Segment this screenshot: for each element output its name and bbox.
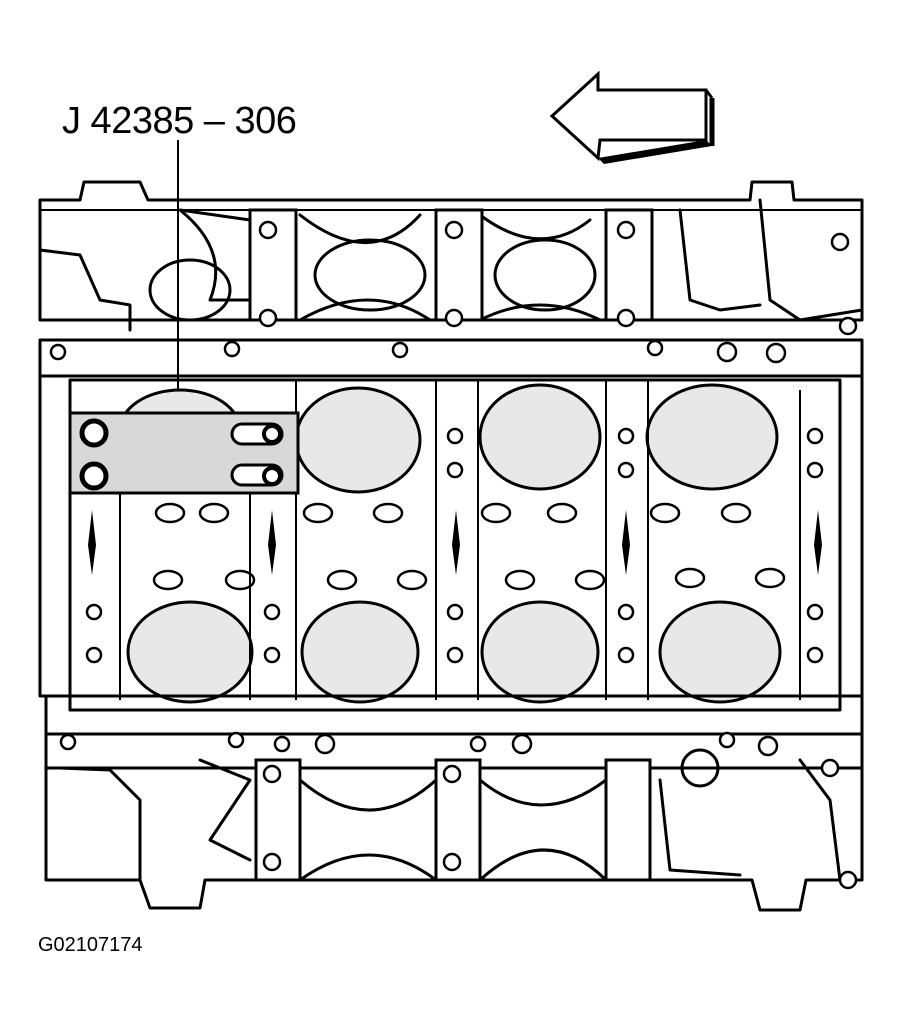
upper-deck-rail — [38, 338, 864, 378]
tool-number-label: J 42385 – 306 — [62, 100, 297, 142]
lower-crank-section — [44, 748, 864, 912]
figure-id-label: G02107174 — [38, 934, 143, 956]
upper-crank-section — [38, 180, 864, 336]
lower-deck-rail — [44, 694, 864, 770]
tool-plate — [68, 411, 300, 495]
left-arrow-icon — [549, 70, 715, 164]
